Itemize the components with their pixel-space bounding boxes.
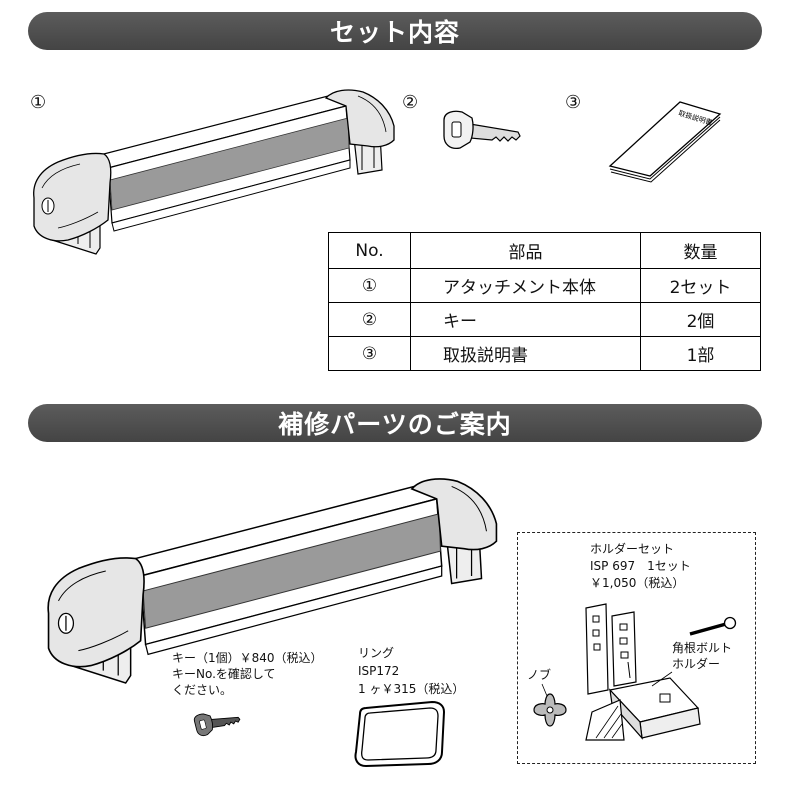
ring-part-note: リング ISP172 1 ヶ￥315（税込） — [358, 644, 464, 698]
item-marker-1: ① — [30, 92, 47, 113]
section-title-contents: セット内容 — [329, 18, 460, 47]
key-part-instruction-cont: ください。 — [172, 683, 233, 697]
table-cell-quantity: 2個 — [640, 302, 761, 337]
section-title-repair-parts: 補修パーツのご案内 — [278, 410, 512, 439]
table-cell-no: ① — [328, 268, 411, 303]
table-cell-no: ② — [328, 302, 411, 337]
key-icon — [443, 110, 521, 150]
table-cell-no: ③ — [328, 336, 411, 371]
bolt-label: 角根ボルト — [672, 641, 733, 655]
key-part-instruction: キーNo.を確認して — [172, 667, 276, 681]
holder-set-code: ISP 697 1セット — [590, 559, 691, 573]
ring-icon — [354, 700, 446, 768]
ring-part-price: 1 ヶ￥315（税込） — [358, 682, 465, 696]
spare-key-icon — [193, 713, 241, 737]
table-header-row: No. 部品 数量 — [328, 232, 761, 269]
attachment-bar-illustration-repair — [47, 478, 498, 684]
holder-label: ホルダー — [672, 657, 721, 671]
table-header-quantity: 数量 — [640, 232, 761, 269]
table-cell-quantity: 2セット — [640, 268, 761, 303]
holder-set-illustration — [533, 603, 737, 741]
table-row: ② キー 2個 — [328, 302, 761, 337]
table-row: ③ 取扱説明書 1部 — [328, 336, 761, 371]
item-marker-3: ③ — [565, 92, 582, 113]
knob-label: ノブ — [527, 668, 552, 682]
item-marker-2: ② — [402, 92, 419, 113]
manual-booklet-icon: 取扱説明書 — [608, 101, 722, 183]
table-cell-part: キー — [410, 302, 641, 337]
table-cell-part: 取扱説明書 — [410, 336, 641, 371]
holder-set-name: ホルダーセット — [590, 542, 675, 556]
table-header-part: 部品 — [410, 232, 641, 269]
key-part-note: キー（1個）￥840（税込） キーNo.を確認して ください。 — [172, 650, 323, 698]
key-part-price: キー（1個）￥840（税込） — [172, 651, 323, 665]
table-cell-part: アタッチメント本体 — [410, 268, 641, 303]
table-cell-quantity: 1部 — [640, 336, 761, 371]
holder-set-price: ￥1,050（税込） — [590, 576, 685, 590]
holder-set-note: ホルダーセット ISP 697 1セット ￥1,050（税込） — [590, 541, 691, 592]
attachment-bar-illustration — [33, 89, 395, 255]
ring-part-code: ISP172 — [358, 664, 400, 678]
table-row: ① アタッチメント本体 2セット — [328, 268, 761, 303]
section-banner-contents: セット内容 — [28, 12, 762, 50]
table-header-no: No. — [328, 232, 411, 269]
ring-part-name: リング — [358, 646, 395, 660]
contents-table: No. 部品 数量 ① アタッチメント本体 2セット ② キー 2個 ③ 取扱説… — [328, 232, 761, 371]
section-banner-repair-parts: 補修パーツのご案内 — [28, 404, 762, 442]
holder-set-box — [517, 532, 756, 764]
